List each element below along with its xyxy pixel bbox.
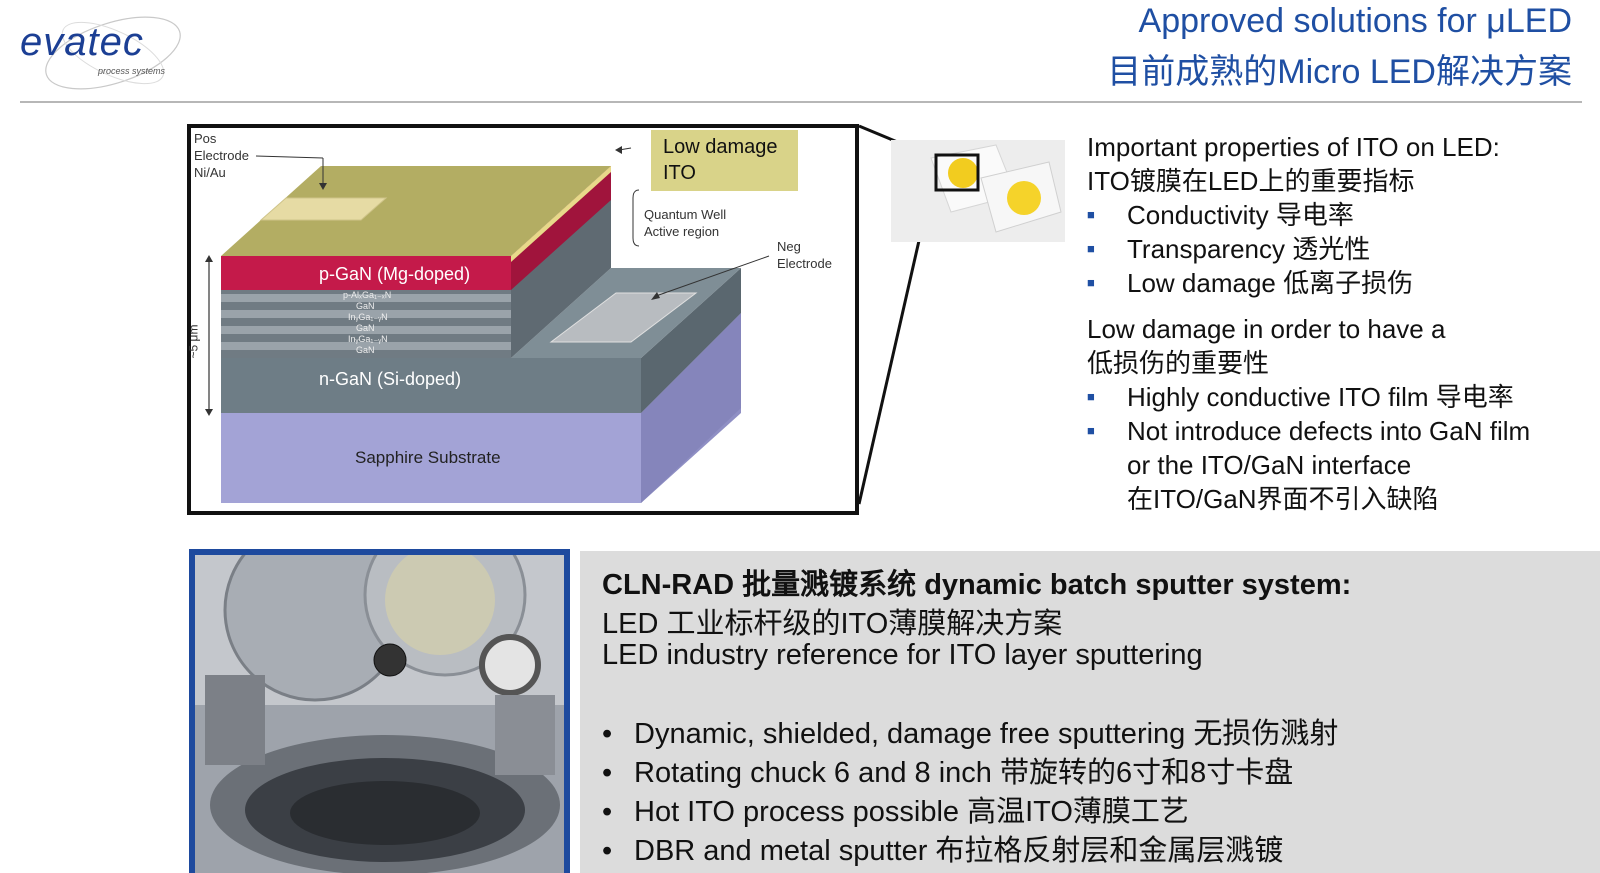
qw-layer-label: p-AlₓGa₁₋ₓN [343,290,392,300]
n-gan-label: n-GaN (Si-doped) [319,369,462,389]
low-damage-heading-cn: 低损伤的重要性 [1087,348,1270,378]
logo-swoosh-icon [45,16,181,90]
qw-layer-label: InᵧGa₁₋ᵧN [348,334,388,344]
qw-layer-label: GaN [356,345,375,355]
slide-title-en: Approved solutions for μLED [1138,2,1572,40]
chamber-illustration [195,555,564,873]
sputter-feature-item: Dynamic, shielded, damage free sputterin… [602,715,1338,754]
led-structure-diagram: Pos Electrode Ni/Au Low damage ITO Quant… [186,124,859,515]
properties-heading-en: Important properties of ITO on LED: [1087,132,1500,162]
low-damage-item-continued: or the ITO/GaN interface [1127,450,1412,480]
ito-properties-panel: Important properties of ITO on LED: ITO镀… [1087,130,1587,516]
low-damage-item: Highly conductive ITO film 导电率 [1087,380,1587,414]
property-item: Transparency 透光性 [1087,232,1587,266]
low-damage-ito-callout: Low damage ITO [651,130,798,191]
qw-layer-label: GaN [356,323,375,333]
logo-tagline: process systems [98,66,166,76]
property-item: Low damage 低离子损伤 [1087,266,1587,300]
neg-electrode-label: Neg Electrode [777,239,832,271]
qw-layer-label: InᵧGa₁₋ᵧN [348,312,388,322]
low-damage-item-cn: 在ITO/GaN界面不引入缺陷 [1127,484,1439,514]
sputter-system-panel: CLN-RAD 批量溅镀系统 dynamic batch sputter sys… [580,551,1600,873]
cob-led-image [891,140,1065,242]
chamber-interior-image [195,555,564,873]
thickness-label: ~5 μm [186,324,201,359]
sputter-system-photo [189,549,570,873]
sputter-system-title: CLN-RAD 批量溅镀系统 dynamic batch sputter sys… [602,569,1352,601]
sputter-feature-item: DBR and metal sputter 布拉格反射层和金属层溅镀 [602,832,1338,871]
low-damage-item: Not introduce defects into GaN film [1087,414,1587,448]
properties-heading-cn: ITO镀膜在LED上的重要指标 [1087,166,1415,196]
sputter-feature-item: Rotating chuck 6 and 8 inch 带旋转的6寸和8寸卡盘 [602,754,1338,793]
sputter-system-subtitle-cn: LED 工业标杆级的ITO薄膜解决方案 [602,608,1063,640]
slide-title-cn: 目前成熟的Micro LED解决方案 [1107,53,1572,91]
sputter-system-subtitle-en: LED industry reference for ITO layer spu… [602,639,1203,671]
property-item: Conductivity 导电率 [1087,198,1587,232]
low-damage-heading-en: Low damage in order to have a [1087,314,1446,344]
header-divider [20,101,1582,103]
p-gan-label: p-GaN (Mg-doped) [319,264,471,284]
qw-layer-label: GaN [356,301,375,311]
logo-wordmark: evatec [20,20,144,64]
led-chip-photo [891,140,1065,242]
evatec-logo: evatec process systems [18,8,188,90]
sapphire-label: Sapphire Substrate [355,448,501,467]
quantum-well-label: Quantum Well Active region [644,207,727,239]
led-layer-illustration [205,146,770,503]
pos-electrode-label: Pos Electrode Ni/Au [194,131,249,180]
sputter-feature-item: Hot ITO process possible 高温ITO薄膜工艺 [602,793,1338,832]
sputter-feature-list: Dynamic, shielded, damage free sputterin… [602,715,1338,871]
